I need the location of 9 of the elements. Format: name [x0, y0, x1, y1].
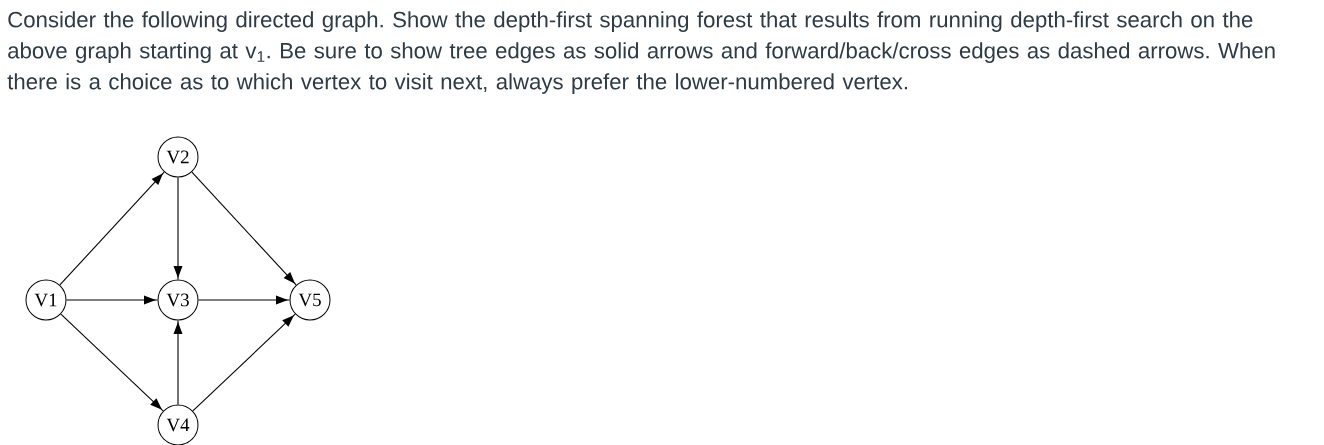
- arrow: [191, 171, 297, 286]
- question-text: Consider the following directed graph. Show the depth-first spanning forest that results from running depth-first search on the above graph starting at v$_{1}$. Be sure to show tree edges as solid arrows and forward/back/cross edges as dashed arrows. When there is a choice as to which vertex to visit next, always prefer the lower-numbered vertex.: [7, 11, 1275, 94]
- arrow: [60, 313, 164, 412]
- arrow: [65, 295, 159, 305]
- arrow: [59, 171, 165, 286]
- arrow: [197, 295, 291, 305]
- arrow: [173, 319, 183, 406]
- arrow: [173, 176, 183, 281]
- arrow: [192, 313, 296, 412]
